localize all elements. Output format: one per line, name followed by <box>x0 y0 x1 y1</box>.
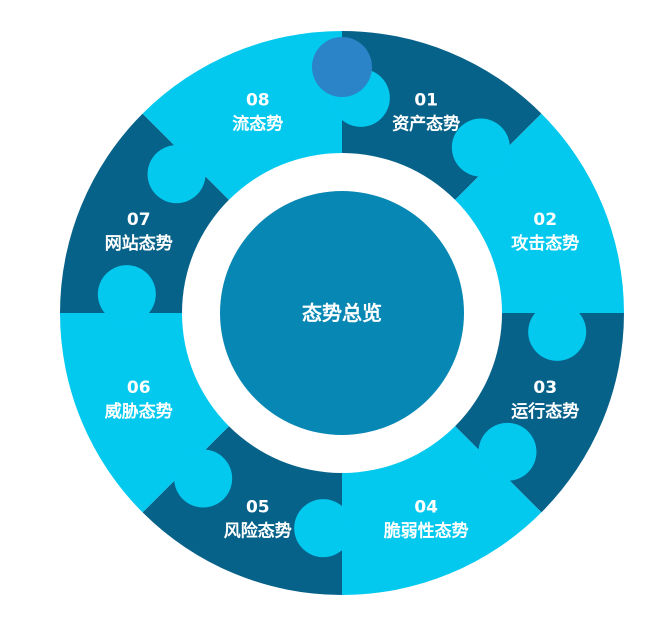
segment-number: 05 <box>246 497 270 517</box>
segment-title: 脆弱性态势 <box>383 520 469 541</box>
segment-title: 运行态势 <box>511 401 579 422</box>
puzzle-tabs <box>97 37 587 558</box>
segment-number: 02 <box>533 210 557 230</box>
segment-title: 流态势 <box>232 114 283 135</box>
center-circle[interactable] <box>220 191 464 435</box>
puzzle-tab <box>174 449 233 508</box>
segment-number: 08 <box>246 91 270 111</box>
segment-label-05: 05 风险态势 <box>224 497 292 541</box>
segment-label-02: 02 攻击态势 <box>511 210 579 254</box>
segment-label-07: 07 网站态势 <box>105 210 173 254</box>
segment-number: 06 <box>127 378 151 398</box>
segment-label-04: 04 脆弱性态势 <box>383 497 469 541</box>
segment-label-06: 06 威胁态势 <box>105 378 173 422</box>
segment-title: 威胁态势 <box>105 401 173 422</box>
segment-number: 07 <box>127 210 151 230</box>
segment-labels: 01 资产态势 02 攻击态势 03 运行态势 04 脆弱性态势 05 风险态势 06 威胁态势 07 网… <box>105 91 580 542</box>
segment-number: 03 <box>533 378 557 398</box>
segment-number: 04 <box>414 497 438 517</box>
segment-label-08: 08 流态势 <box>232 91 283 135</box>
segment-label-03: 03 运行态势 <box>511 378 579 422</box>
puzzle-tab <box>294 499 353 558</box>
segment-title: 资产态势 <box>392 114 460 135</box>
puzzle-tab <box>451 118 510 177</box>
puzzle-tab <box>478 422 537 481</box>
segment-title: 风险态势 <box>224 520 292 541</box>
puzzle-tab <box>528 302 587 361</box>
segment-title: 网站态势 <box>105 233 173 254</box>
segment-label-01: 01 资产态势 <box>392 91 460 135</box>
puzzle-tab <box>97 265 156 324</box>
center-label[interactable]: 态势总览 <box>302 301 382 325</box>
segment-number: 01 <box>414 91 438 111</box>
highlighted-puzzle-tab <box>312 37 372 97</box>
segment-title: 攻击态势 <box>511 233 579 254</box>
puzzle-tab <box>147 145 206 204</box>
